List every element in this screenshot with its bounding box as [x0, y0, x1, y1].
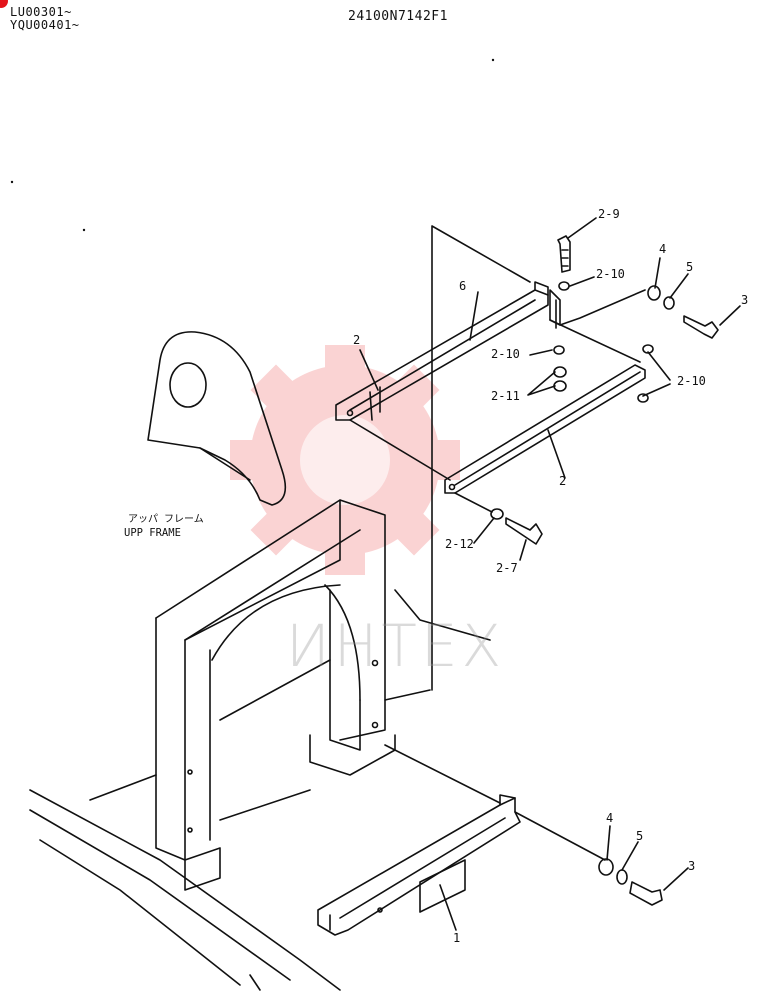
washer-4-lower — [598, 858, 614, 876]
washer-4-upper — [647, 285, 661, 301]
callout-1: 1 — [453, 931, 461, 945]
spring-washer-5-upper — [663, 296, 675, 310]
serial-range-2: YQU00401~ — [10, 18, 80, 32]
callout-2-9: 2-9 — [598, 207, 620, 221]
callout-4-upper: 4 — [659, 242, 667, 256]
watermark-text: ИНТЕХ — [286, 612, 506, 680]
callout-2-7: 2-7 — [496, 561, 518, 575]
callout-4-lower: 4 — [606, 811, 614, 825]
callout-3-upper: 3 — [741, 293, 749, 307]
callout-2-10-right: 2-10 — [677, 374, 706, 388]
callout-2-10-mid: 2-10 — [491, 347, 520, 361]
callout-5-upper: 5 — [686, 260, 694, 274]
boom-pin-hole — [169, 362, 207, 408]
bolt-2-9 — [557, 235, 571, 273]
callout-5-lower: 5 — [636, 829, 644, 843]
lower-plate-2 — [444, 364, 646, 494]
washer-2-12 — [490, 508, 504, 520]
boom-bracket — [147, 331, 287, 506]
nut-2-10-right-lower — [637, 393, 649, 403]
upper-frame-label-japanese: アッパ フレーム — [128, 514, 204, 525]
bolt-3-upper — [683, 315, 719, 339]
callout-2-lower: 2 — [559, 474, 567, 488]
bolt-3-lower — [629, 881, 663, 906]
side-plate-6 — [549, 289, 561, 326]
bolt-2-7 — [505, 517, 543, 545]
drawing-number: 24100N7142F1 — [348, 9, 448, 24]
serial-range-1: LU00301~ — [10, 5, 72, 19]
upper-frame-box — [155, 499, 386, 741]
callout-2-12: 2-12 — [445, 537, 474, 551]
lower-bracket-1 — [317, 797, 521, 936]
upper-frame-label: UPP FRAME — [124, 527, 181, 539]
spring-washer-5-lower — [616, 869, 628, 885]
callout-2-10-top: 2-10 — [596, 267, 625, 281]
callout-2-11: 2-11 — [491, 389, 520, 403]
callout-2-upper: 2 — [353, 333, 361, 347]
callout-3-lower: 3 — [688, 859, 696, 873]
nut-2-10-top — [558, 281, 570, 291]
red-corner-mark — [0, 0, 8, 8]
callout-6: 6 — [459, 279, 467, 293]
nut-2-10-mid — [553, 345, 565, 355]
frame-rails — [29, 789, 341, 991]
